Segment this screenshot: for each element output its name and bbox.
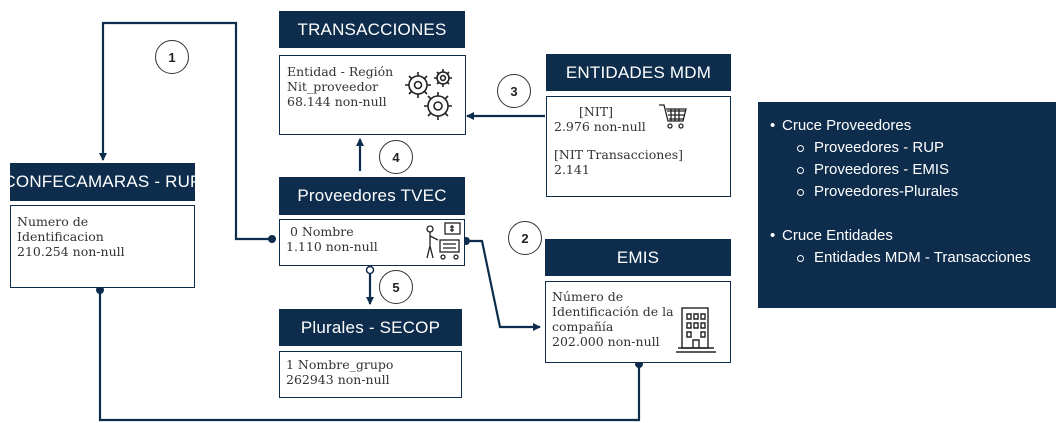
- confecamaras-rup-line-3: 210.254 non-null: [17, 244, 125, 259]
- entidades-mdm-box: [NIT] 2.976 non-null [NIT Transacciones]…: [546, 96, 731, 197]
- plurales-secop-line-2: 262943 non-null: [286, 372, 390, 387]
- emis-box: Número de Identificación de la compañía …: [545, 281, 731, 363]
- proveedores-tvec-title: Proveedores TVEC: [279, 177, 465, 215]
- shopping-cart-icon: [659, 104, 687, 129]
- confecamaras-rup-title: CONFECAMARAS - RUP: [3, 163, 201, 201]
- plurales-secop-line-1: 1 Nombre_grupo: [286, 357, 394, 372]
- legend-item: Proveedores - EMIS: [768, 159, 1056, 181]
- legend-group-entidades: Cruce Entidades Entidades MDM - Transacc…: [768, 225, 1056, 269]
- step-3-circle: 3: [497, 74, 531, 108]
- step-1-circle: 1: [155, 40, 189, 74]
- step-5-circle: 5: [379, 270, 413, 304]
- emis-line-2: Identificación de la: [552, 304, 674, 319]
- transacciones-line-1: Entidad - Región: [287, 64, 394, 79]
- legend-item: Proveedores-Plurales: [768, 181, 1056, 203]
- entidades-mdm-line-3: [NIT Transacciones]: [554, 147, 684, 162]
- plurales-secop-box: 1 Nombre_grupo 262943 non-null: [279, 351, 462, 398]
- connector-1: [99, 21, 272, 241]
- proveedores-tvec-line-2: 1.110 non-null: [286, 239, 378, 254]
- transacciones-title: TRANSACCIONES: [279, 11, 465, 48]
- emis-line-3: compañía: [552, 319, 614, 334]
- proveedores-tvec-box: 0 Nombre 1.110 non-null: [279, 219, 465, 266]
- legend-item: Proveedores - RUP: [768, 137, 1056, 159]
- emis-line-4: 202.000 non-null: [552, 334, 660, 349]
- legend-panel: Cruce Proveedores Proveedores - RUP Prov…: [758, 102, 1056, 308]
- entidades-mdm-title: ENTIDADES MDM: [546, 54, 731, 91]
- step-4-circle: 4: [379, 140, 413, 174]
- step-2-circle: 2: [508, 221, 542, 255]
- confecamaras-rup-box: Numero de Identificacion 210.254 non-nul…: [10, 205, 195, 288]
- vendor-icon: [426, 222, 461, 260]
- proveedores-tvec-line-1: 0 Nombre: [290, 224, 354, 239]
- emis-title: EMIS: [545, 239, 731, 276]
- entidades-mdm-line-1: [NIT]: [579, 104, 613, 119]
- entidades-mdm-line-4: 2.141: [554, 162, 590, 177]
- entidades-mdm-line-2: 2.976 non-null: [554, 119, 646, 134]
- transacciones-line-2: Nit_proveedor: [287, 79, 379, 94]
- transacciones-line-3: 68.144 non-null: [287, 94, 387, 109]
- legend-group-label: Cruce Entidades: [768, 225, 1056, 247]
- legend-group-proveedores: Cruce Proveedores Proveedores - RUP Prov…: [768, 115, 1056, 203]
- connector-rup-emis: [98, 290, 641, 422]
- confecamaras-rup-line-1: Numero de: [17, 214, 89, 229]
- emis-line-1: Número de: [552, 289, 624, 304]
- connector-2: [466, 239, 541, 331]
- transacciones-box: Entidad - Región Nit_proveedor 68.144 no…: [279, 55, 466, 135]
- legend-item: Entidades MDM - Transacciones: [768, 247, 1056, 269]
- gears-icon: [405, 69, 452, 120]
- office-building-icon: [676, 307, 716, 353]
- confecamaras-rup-line-2: Identificacion: [17, 229, 104, 244]
- legend-group-label: Cruce Proveedores: [768, 115, 1056, 137]
- plurales-secop-title: Plurales - SECOP: [279, 309, 462, 346]
